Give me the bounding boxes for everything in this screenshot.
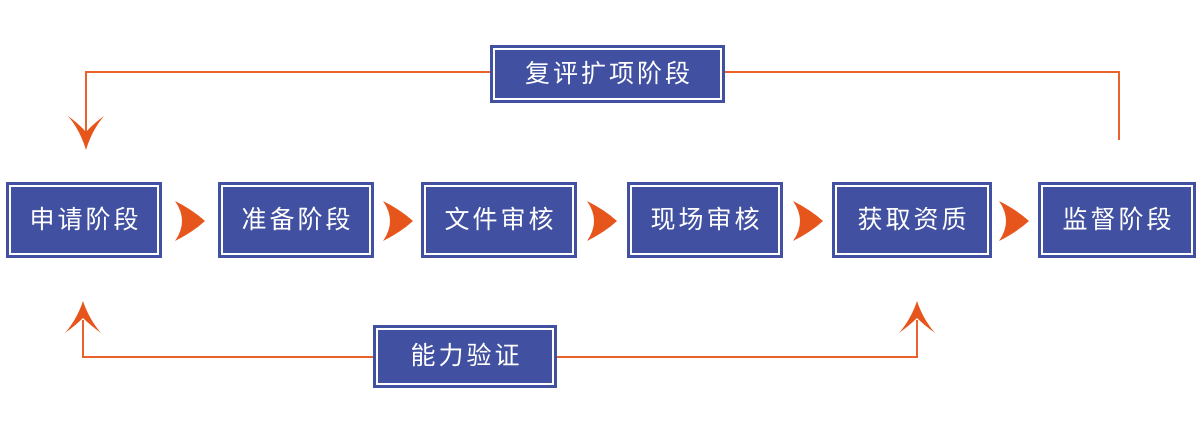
loop-box-reassessment-expansion-stage: 复评扩项阶段 [490,45,725,103]
flow-box-onsite-review: 现场审核 [627,182,783,258]
stage-label: 申请阶段 [29,205,142,234]
flow-box-preparation-stage: 准备阶段 [218,182,374,258]
arrow-down-icon [68,116,104,150]
arrow-up-right-icon [899,301,935,333]
flow-box-supervision-stage: 监督阶段 [1038,182,1196,258]
stage-label: 监督阶段 [1062,205,1175,234]
chevron-right-icon [793,201,823,241]
chevron-right-icon [999,201,1029,241]
stage-label: 准备阶段 [241,205,354,234]
loop-label: 能力验证 [410,342,523,370]
chevron-right-icon [587,201,617,241]
stage-label: 获取资质 [857,205,970,234]
loop-box-proficiency-testing: 能力验证 [373,325,557,388]
loop-label: 复评扩项阶段 [524,59,693,88]
flow-box-application-stage: 申请阶段 [6,182,162,258]
stage-label: 现场审核 [650,205,763,234]
flow-box-document-review: 文件审核 [421,182,577,258]
arrow-up-left-icon [65,301,101,333]
stage-label: 文件审核 [444,205,557,234]
flow-box-obtain-qualification: 获取资质 [832,182,992,258]
chevron-right-icon [175,201,205,241]
chevron-right-icon [383,201,413,241]
